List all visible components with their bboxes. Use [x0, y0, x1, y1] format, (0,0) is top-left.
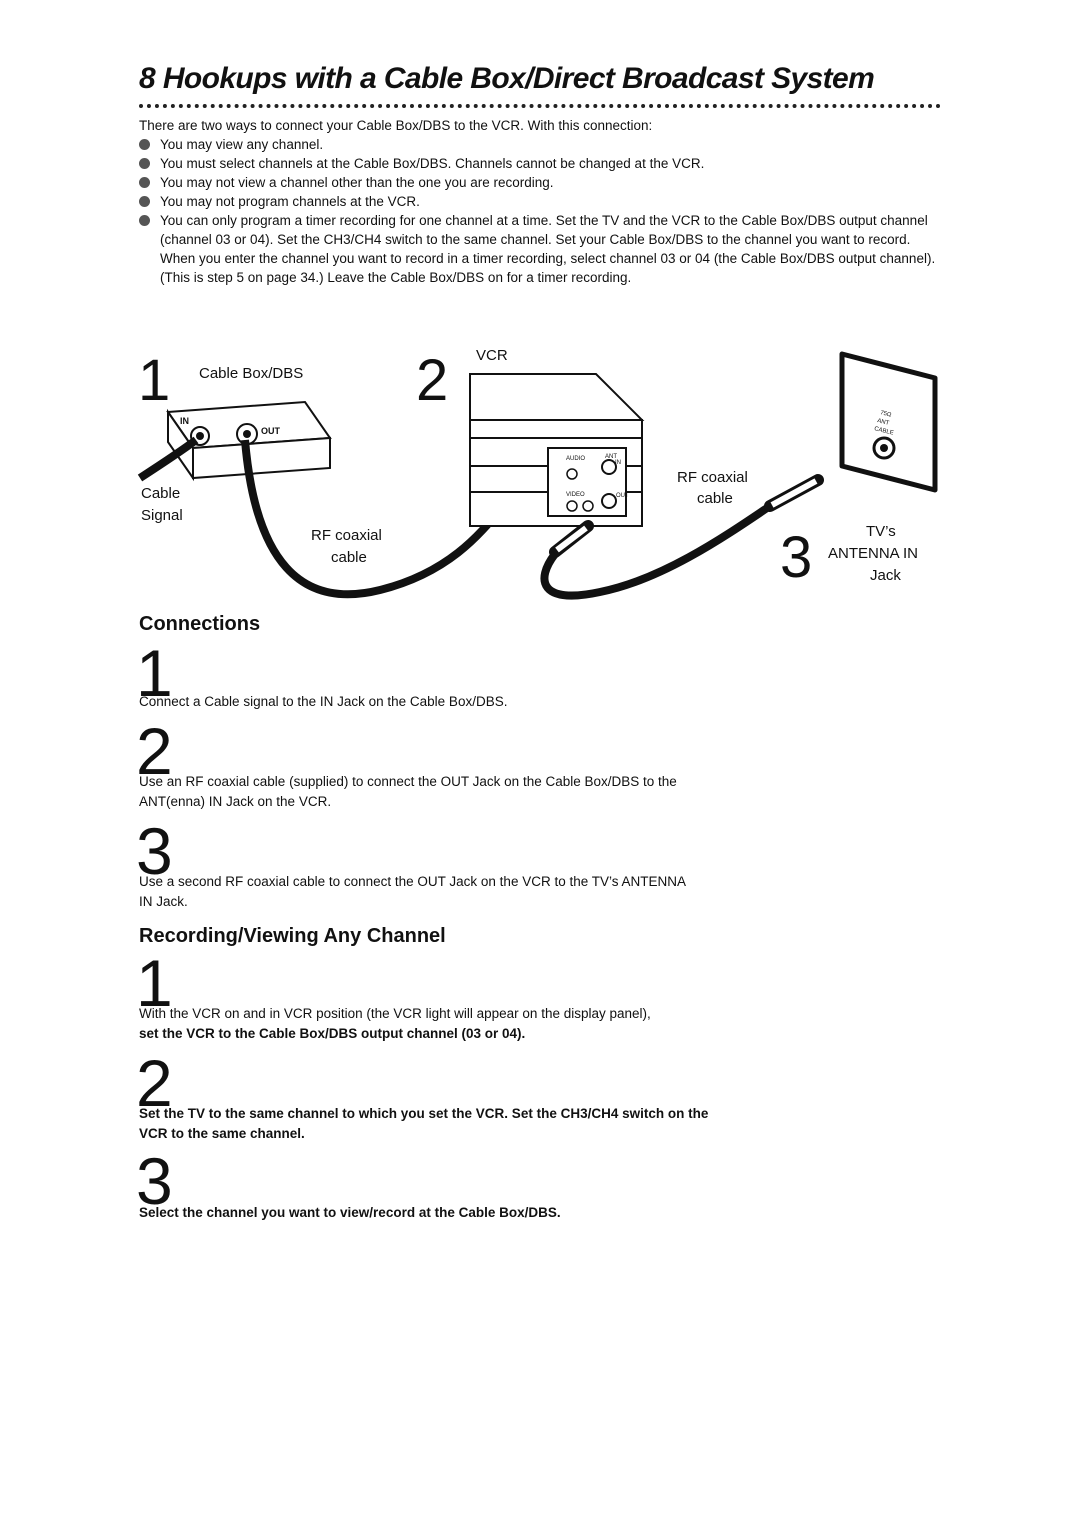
diagram-step1-number: 1: [138, 348, 170, 413]
page-title: 8 Hookups with a Cable Box/Direct Broadc…: [139, 62, 875, 95]
diagram-step3-number: 3: [780, 525, 812, 590]
cable-box-label: Cable Box/DBS: [199, 365, 303, 382]
list-item: You may view any channel.: [139, 135, 939, 154]
step-text-plain: With the VCR on and in VCR position (the…: [139, 1006, 651, 1021]
intro-text: There are two ways to connect your Cable…: [139, 118, 653, 133]
list-item: You must select channels at the Cable Bo…: [139, 154, 939, 173]
vcr-video-label: VIDEO: [566, 492, 585, 498]
bullet-icon: [139, 215, 150, 226]
jack-label: ANT: [877, 418, 890, 427]
step-text-bold: Set the TV to the same channel to which …: [139, 1106, 709, 1141]
list-item: You may not view a channel other than th…: [139, 173, 939, 192]
tv-jack-label: TV’s: [866, 523, 896, 540]
rf-cable-2-label: cable: [697, 490, 733, 507]
vcr-ant-label: ANT: [605, 454, 617, 460]
rf-cable-1-label: cable: [331, 549, 367, 566]
tv-jack-label: ANTENNA IN: [828, 545, 918, 562]
step-number: 1: [136, 946, 173, 1020]
connections-heading: Connections: [139, 613, 261, 635]
step-text: With the VCR on and in VCR position (the…: [139, 1004, 739, 1044]
bullet-icon: [139, 139, 150, 150]
step-number: 3: [136, 1144, 173, 1218]
bullet-icon: [139, 177, 150, 188]
cable-box-out-label: OUT: [261, 426, 281, 436]
rf-cable-1-label: RF coaxial: [311, 527, 382, 544]
vcr-out-label: OUT: [616, 493, 629, 499]
list-item: You can only program a timer recording f…: [139, 211, 939, 287]
hookup-diagram: 1 Cable Box/DBS IN OUT Cable Signal RF c…: [137, 347, 938, 600]
cable-signal-line: [137, 436, 199, 482]
rf-coaxial-cable-1: [241, 439, 513, 599]
tv-antenna-jack-illustration: [839, 351, 938, 493]
cable-signal-label: Signal: [141, 507, 183, 524]
step-text: Use an RF coaxial cable (supplied) to co…: [139, 774, 677, 809]
condition-list: You may view any channel. You must selec…: [139, 135, 939, 287]
cable-signal-label: Cable: [141, 485, 180, 502]
diagram-step2-number: 2: [416, 348, 448, 413]
dotted-divider: [139, 104, 941, 108]
cable-box-illustration: [166, 400, 332, 482]
rf-coaxial-cable-2: [540, 502, 773, 600]
step-number: 2: [136, 714, 173, 788]
rf-cable-2-label: RF coaxial: [677, 469, 748, 486]
cable-box-in-label: IN: [180, 416, 189, 426]
step-text: Connect a Cable signal to the IN Jack on…: [139, 694, 508, 709]
step-text-bold: Select the channel you want to view/reco…: [139, 1205, 561, 1220]
step-number: 3: [136, 814, 173, 888]
tv-jack-label: Jack: [870, 567, 901, 584]
step-number: 2: [136, 1046, 173, 1120]
bullet-icon: [139, 196, 150, 207]
step-text-bold: set the VCR to the Cable Box/DBS output …: [139, 1026, 526, 1041]
jack-label: CABLE: [874, 426, 895, 437]
bullet-icon: [139, 158, 150, 169]
recording-heading: Recording/Viewing Any Channel: [139, 925, 446, 947]
step-text: Use a second RF coaxial cable to connect…: [139, 874, 686, 909]
vcr-audio-label: AUDIO: [566, 456, 585, 462]
list-item: You may not program channels at the VCR.: [139, 192, 939, 211]
vcr-in-label: IN: [615, 460, 621, 466]
vcr-illustration: [469, 373, 645, 527]
jack-label: 75Ω: [880, 410, 893, 419]
step-number: 1: [136, 636, 173, 710]
vcr-label: VCR: [476, 347, 508, 364]
